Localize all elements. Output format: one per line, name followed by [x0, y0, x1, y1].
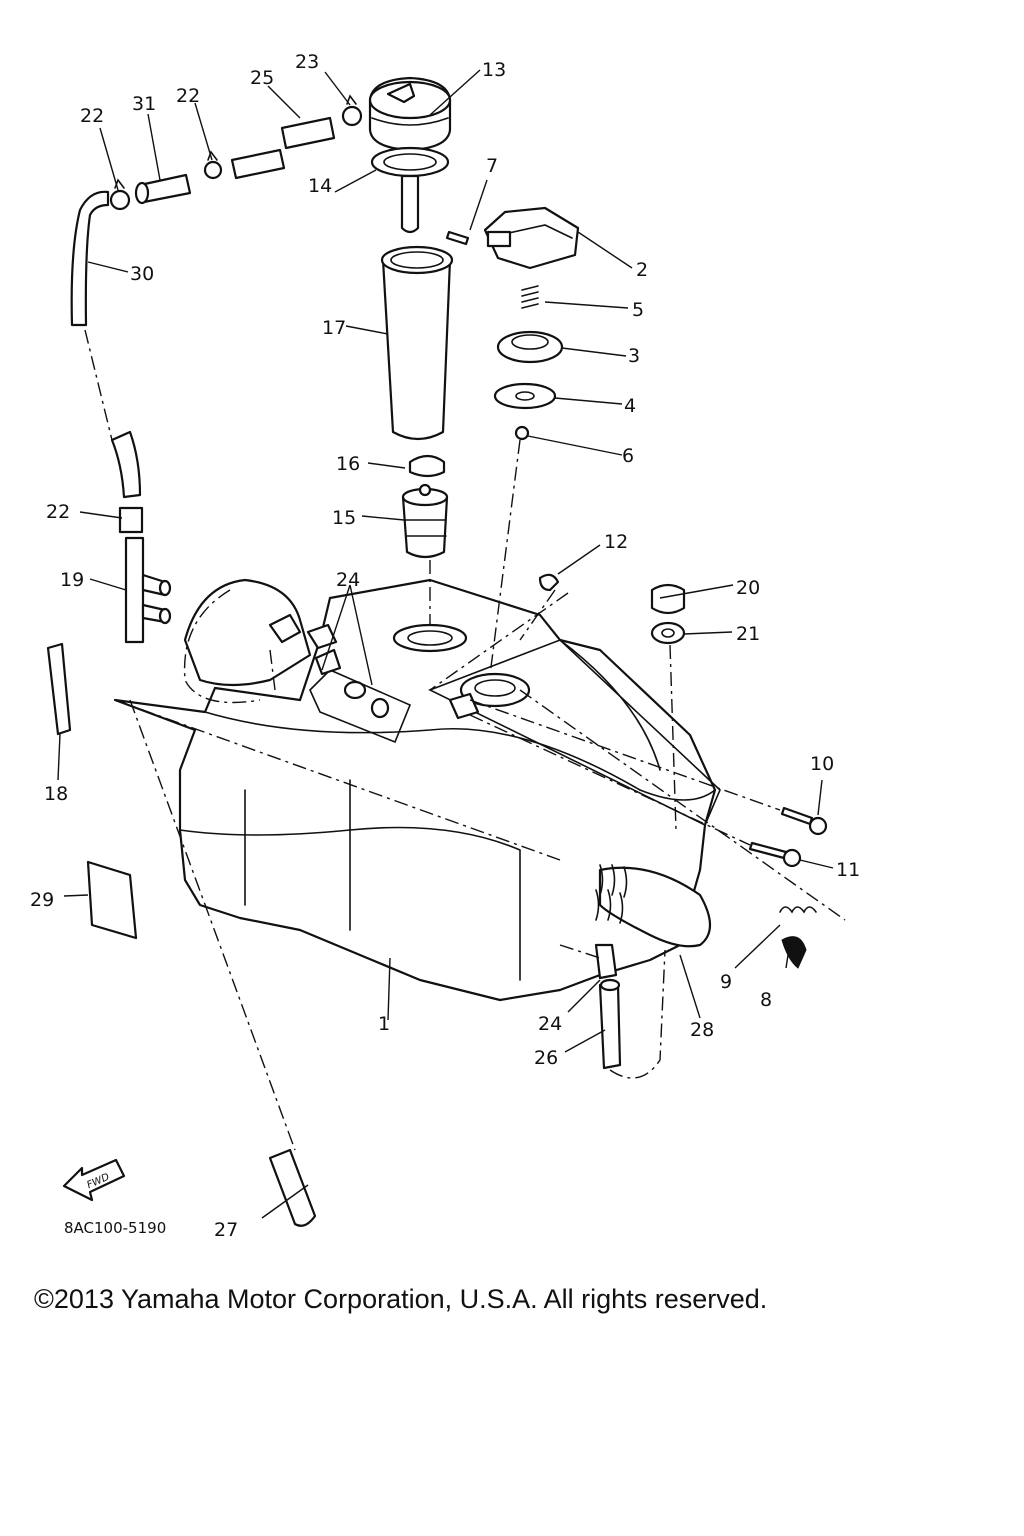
copyright-notice: ©2013 Yamaha Motor Corporation, U.S.A. A…: [34, 1284, 768, 1314]
callout-label: 1: [378, 1013, 390, 1035]
leader-lines: [57, 69, 834, 1219]
filter-cap: [408, 454, 446, 478]
callout-label: 26: [534, 1047, 558, 1069]
connector-31: [134, 173, 192, 205]
fuel-cap: [368, 76, 452, 152]
callout-label: 9: [720, 971, 732, 993]
cap-stem: [400, 174, 420, 234]
callout-label: 15: [332, 507, 356, 529]
strap: [46, 642, 72, 736]
fuel-filter: [401, 483, 449, 559]
vent-hose-lower: [110, 430, 142, 499]
vent-hose: [70, 190, 110, 327]
fitting-24-lower: [594, 943, 618, 980]
callout-label: 24: [336, 569, 360, 591]
callout-label: 10: [810, 753, 834, 775]
assembly-lines: [84, 329, 846, 1151]
callout-label: 25: [250, 67, 274, 89]
hose-26: [598, 983, 622, 1070]
washer: [493, 382, 557, 410]
t-fitting: [124, 536, 172, 644]
seal-ring: [496, 330, 564, 364]
callout-label: 21: [736, 623, 760, 645]
callout-label: 7: [486, 155, 498, 177]
callout-label: 30: [130, 263, 154, 285]
callout-label: 4: [624, 395, 636, 417]
drawing-code: 8AC100-5190: [64, 1219, 166, 1237]
callout-labels: 1 2 3 4 5 6 7 8 9 10 11 12 13 14 15 16 1…: [30, 51, 860, 1241]
callout-label: 16: [336, 453, 360, 475]
callout-label: 22: [46, 501, 70, 523]
callout-label: 22: [176, 85, 200, 107]
bolt-11: [748, 841, 802, 868]
clip-12: [538, 573, 560, 592]
hose-upper: [230, 116, 336, 180]
pin: [445, 230, 470, 246]
callout-label: 20: [736, 577, 760, 599]
nut: [650, 583, 686, 615]
callout-label: 13: [482, 59, 506, 81]
clamps-top: [109, 94, 363, 211]
fuel-tank-exploded-diagram: 1 2 3 4 5 6 7 8 9 10 11 12 13 14 15 16 1…: [30, 51, 860, 1241]
callout-label: 29: [30, 889, 54, 911]
callout-label: 17: [322, 317, 346, 339]
clip: [781, 936, 807, 969]
bolt-10: [780, 806, 828, 836]
pump-cover: [483, 206, 580, 270]
pad: [86, 860, 138, 940]
callout-label: 14: [308, 175, 332, 197]
callout-label: 18: [44, 783, 68, 805]
callout-label: 27: [214, 1219, 238, 1241]
callout-label: 6: [622, 445, 634, 467]
fuel-tank: [113, 578, 721, 1002]
clamp-22-lower: [118, 506, 144, 534]
hose-28: [595, 864, 712, 948]
callout-label: 31: [132, 93, 156, 115]
washer-21: [650, 621, 686, 645]
callout-label: 3: [628, 345, 640, 367]
callout-label: 12: [604, 531, 628, 553]
nut-small: [514, 425, 530, 441]
filler-tube: [380, 245, 454, 441]
callout-label: 28: [690, 1019, 714, 1041]
callout-label: 5: [632, 299, 644, 321]
callout-label: 23: [295, 51, 319, 73]
callout-label: 24: [538, 1013, 562, 1035]
callout-label: 11: [836, 859, 860, 881]
callout-label: 2: [636, 259, 648, 281]
callout-label: 22: [80, 105, 104, 127]
forward-arrow-icon: FWD: [62, 1158, 126, 1202]
cap-gasket: [370, 146, 450, 178]
callout-label: 19: [60, 569, 84, 591]
spring-9: [779, 906, 817, 914]
spring: [521, 285, 539, 309]
hose-27: [268, 1148, 317, 1227]
callout-label: 8: [760, 989, 772, 1011]
